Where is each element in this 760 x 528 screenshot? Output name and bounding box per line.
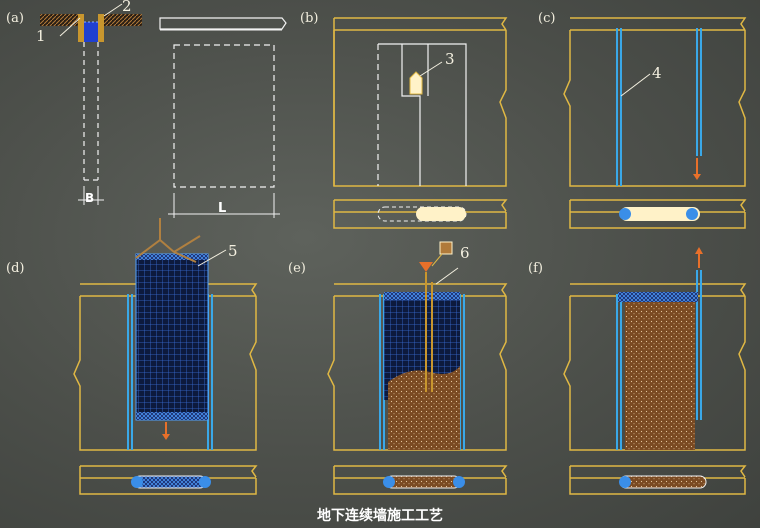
panel-label-d: (d) (6, 261, 24, 276)
plan-panel (173, 44, 275, 188)
plan-e-concrete (385, 475, 461, 489)
concrete-e (388, 366, 460, 450)
plan-d-pipe-right (199, 476, 211, 488)
panel-a: (a) B 1 2 L (6, 0, 287, 218)
dim-l-label: L (218, 201, 226, 216)
plan-f-pipe-left (619, 476, 631, 488)
plan-c-pipe-left (619, 208, 631, 220)
callout-6: 6 (460, 244, 470, 262)
callout-2: 2 (122, 0, 132, 15)
bucket-icon (439, 241, 453, 255)
ground-right (104, 14, 142, 26)
panel-b: (b) 3 (300, 11, 508, 229)
pipe-right-d (207, 294, 213, 450)
plan-f-concrete (619, 475, 707, 489)
dim-b-lines (78, 186, 104, 205)
callout-4: 4 (652, 64, 662, 82)
outline-c (563, 17, 747, 187)
stop-pipe-left (616, 28, 622, 186)
panel-c: (c) 4 (538, 11, 747, 229)
callout-5: 5 (228, 242, 238, 260)
panel-label-b: (b) (300, 11, 318, 26)
leader-5 (197, 249, 227, 267)
bucket-link (431, 253, 443, 267)
grab-bucket-icon (409, 71, 423, 95)
cage-f-top (618, 292, 698, 302)
cage-bottom (136, 412, 208, 420)
plan-c-pipe-right (686, 208, 698, 220)
guide-wall-right (98, 14, 104, 42)
panel-label-c: (c) (538, 11, 555, 26)
pipe-left-e (379, 294, 385, 450)
cage-top (136, 254, 208, 260)
ground-left (40, 14, 78, 26)
callout-1: 1 (36, 27, 46, 45)
leader-4 (620, 73, 651, 97)
plan-e-pipe-right (453, 476, 465, 488)
hopper-icon (419, 262, 433, 272)
panel-e: (e) 6 (288, 241, 508, 495)
leader-1 (59, 17, 81, 37)
pipe-right-e (459, 294, 465, 450)
panel-d: (d) 5 (6, 218, 258, 495)
lifting-sling (135, 218, 201, 263)
cage-e-top (384, 292, 460, 300)
plan-d-cage (133, 475, 207, 489)
plan-b-excavated (416, 207, 466, 221)
pipe-left-d (127, 294, 133, 450)
panel-label-a: (a) (6, 11, 24, 26)
leader-3 (419, 61, 443, 77)
arrow-head-d (162, 434, 170, 440)
pipe-left-f (616, 294, 622, 450)
figure-caption: 地下连续墙施工工艺 (317, 507, 443, 524)
rebar-cage (135, 253, 209, 421)
panel-f: (f) (528, 247, 747, 495)
plan-top (159, 17, 287, 30)
panel-label-e: (e) (288, 261, 306, 276)
plan-c-trench (620, 207, 700, 221)
slurry-top (84, 22, 98, 42)
leader-2 (103, 3, 123, 17)
concrete-f (625, 292, 695, 450)
arrow-head-c (693, 174, 701, 180)
plan-d-pipe-left (131, 476, 143, 488)
arrow-head-f (695, 247, 703, 254)
stop-pipe-right (696, 28, 702, 156)
trench-section (83, 42, 99, 181)
leader-6 (435, 267, 459, 285)
callout-3: 3 (445, 50, 455, 68)
tremie-pipe (425, 282, 433, 392)
panel-label-f: (f) (528, 261, 543, 276)
excavation-b (378, 43, 467, 186)
dim-b-label: B (85, 191, 94, 205)
dim-l-lines (168, 193, 280, 218)
guide-wall-left (78, 14, 84, 42)
plan-e-pipe-left (383, 476, 395, 488)
